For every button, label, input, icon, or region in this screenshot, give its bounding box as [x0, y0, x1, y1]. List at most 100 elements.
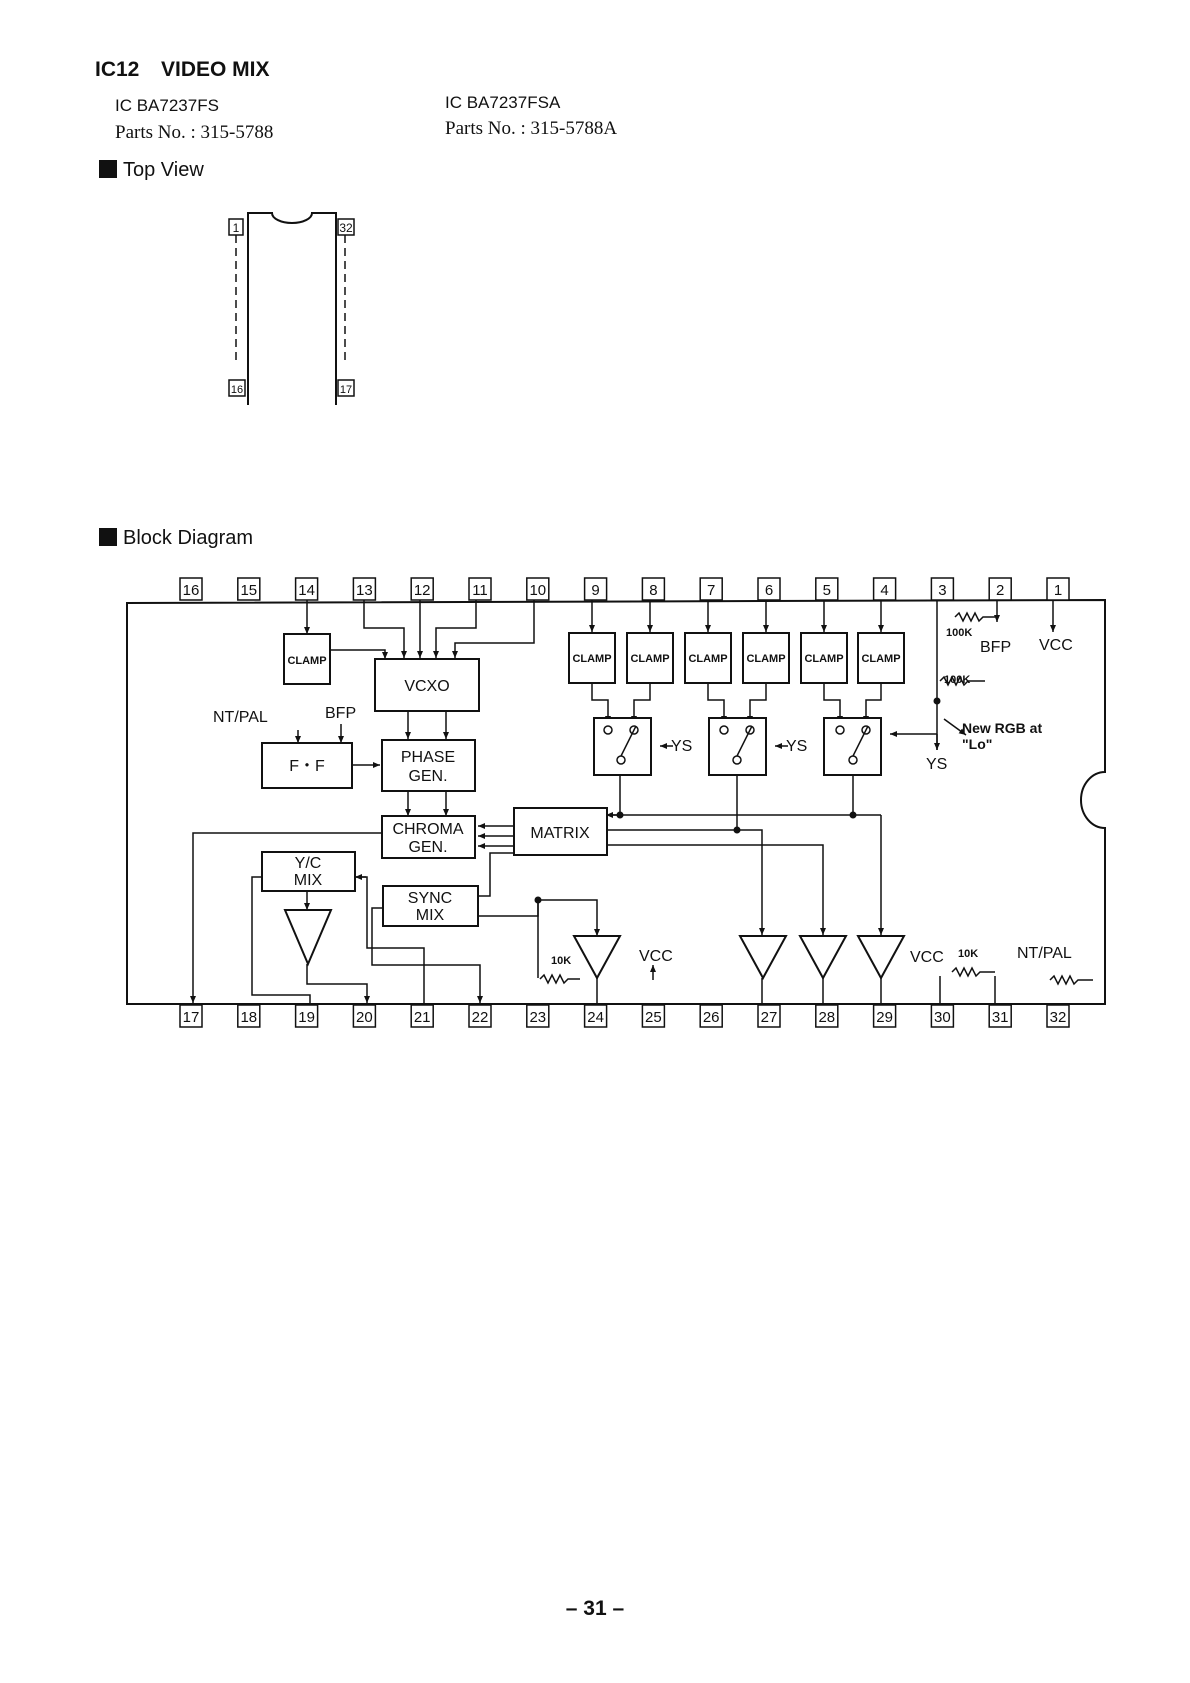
- ys-switches: [593, 717, 882, 776]
- svg-text:10K: 10K: [958, 948, 978, 960]
- svg-text:YS: YS: [786, 738, 807, 755]
- pin-number: 29: [876, 1009, 893, 1026]
- pin-number: 8: [649, 582, 657, 599]
- svg-text:BFP: BFP: [980, 639, 1011, 656]
- part-b-model: IC BA7237FSA: [445, 93, 561, 112]
- pin-number: 27: [761, 1009, 778, 1026]
- pin-5: 5: [815, 577, 839, 601]
- clamp-label: CLAMP: [804, 653, 843, 665]
- pin-2: 2: [988, 577, 1012, 601]
- sync-mix-block: SYNC MIX: [382, 885, 479, 927]
- part-a-parts-no: Parts No. : 315-5788: [115, 122, 274, 143]
- clamp-block: CLAMP: [568, 632, 616, 684]
- tv-pin-16: 16: [231, 384, 243, 396]
- pin-number: 13: [356, 582, 373, 599]
- pin-28: 28: [815, 1004, 839, 1028]
- clamp-label: CLAMP: [630, 653, 669, 665]
- pin-number: 11: [472, 582, 488, 599]
- clamp-label: CLAMP: [861, 653, 900, 665]
- pin-15: 15: [237, 577, 261, 601]
- svg-text:100K: 100K: [944, 674, 970, 686]
- clamp-label: CLAMP: [688, 653, 727, 665]
- pin-number: 9: [591, 582, 599, 599]
- svg-text:New RGB at: New RGB at: [962, 720, 1042, 736]
- pin-30: 30: [930, 1004, 955, 1028]
- tv-pin-32: 32: [339, 221, 353, 235]
- wiring: [190, 600, 1056, 1004]
- top-view-heading: Top View: [99, 159, 204, 182]
- chroma-gen-block: CHROMA GEN.: [381, 815, 476, 859]
- clamp-blocks-rgb: CLAMP CLAMP CLAMP CLAMP CLAMP CLAMP: [568, 632, 905, 684]
- pin-number: 7: [707, 582, 715, 599]
- pin-13: 13: [352, 577, 377, 601]
- part-b-parts-no: Parts No. : 315-5788A: [445, 118, 618, 139]
- pin-number: 24: [587, 1009, 604, 1026]
- pin-number: 12: [414, 582, 431, 599]
- junction-dots: [534, 697, 941, 904]
- pin-8: 8: [641, 577, 666, 601]
- pin-number: 32: [1050, 1009, 1067, 1026]
- diagram-labels: NT/PAL BFP YS YS YS 100K BFP VCC 100K Ne…: [213, 627, 1073, 967]
- clamp-label: CLAMP: [572, 653, 611, 665]
- pin-11: 11: [468, 577, 492, 601]
- pin-32: 32: [1046, 1004, 1070, 1028]
- pin-number: 5: [823, 582, 831, 599]
- yc-mix-block: Y/C MIX: [261, 851, 356, 892]
- pin-18: 18: [237, 1004, 261, 1028]
- part-a-model: IC BA7237FS: [115, 96, 219, 115]
- svg-text:10K: 10K: [551, 955, 571, 967]
- pin-10: 10: [526, 577, 550, 601]
- svg-text:CHROMA: CHROMA: [392, 821, 463, 838]
- svg-text:"Lo": "Lo": [962, 736, 992, 752]
- pin-number: 23: [529, 1009, 546, 1026]
- pin-3: 3: [930, 577, 955, 601]
- svg-text:MATRIX: MATRIX: [530, 825, 590, 842]
- ff-block: F・F: [261, 742, 353, 789]
- svg-text:MIX: MIX: [416, 907, 445, 924]
- pin-number: 28: [818, 1009, 835, 1026]
- pin-6: 6: [757, 577, 781, 601]
- svg-text:F・F: F・F: [289, 758, 325, 775]
- svg-text:GEN.: GEN.: [408, 839, 447, 856]
- top-view-package: 1 32 16 17: [228, 212, 355, 405]
- pin-number: 20: [356, 1009, 373, 1026]
- pin-number: 3: [938, 582, 946, 599]
- clamp-label: CLAMP: [287, 655, 326, 667]
- pin-25: 25: [641, 1004, 666, 1028]
- ic-label: IC12: [95, 58, 140, 81]
- clamp-block: CLAMP: [626, 632, 674, 684]
- matrix-block: MATRIX: [513, 807, 608, 856]
- pin-number: 26: [703, 1009, 720, 1026]
- phase-gen-block: PHASE GEN.: [381, 739, 476, 792]
- pin-number: 2: [996, 582, 1004, 599]
- clamp-block: CLAMP: [742, 632, 790, 684]
- pin-31: 31: [988, 1004, 1012, 1028]
- svg-text:MIX: MIX: [294, 872, 323, 889]
- block-diagram-heading: Block Diagram: [99, 527, 253, 550]
- pin-26: 26: [699, 1004, 723, 1028]
- top-view-label: Top View: [123, 159, 204, 181]
- pin-number: 14: [298, 582, 315, 599]
- tv-pin-1: 1: [233, 221, 240, 235]
- svg-text:NT/PAL: NT/PAL: [213, 709, 268, 726]
- svg-text:VCC: VCC: [639, 948, 673, 965]
- clamp-block: CLAMP: [684, 632, 732, 684]
- block-diagram-label: Block Diagram: [123, 527, 254, 549]
- svg-text:SYNC: SYNC: [408, 890, 452, 907]
- svg-text:NT/PAL: NT/PAL: [1017, 945, 1072, 962]
- pin-27: 27: [757, 1004, 781, 1028]
- svg-text:VCC: VCC: [910, 949, 944, 966]
- amplifiers: [283, 909, 906, 981]
- pin-21: 21: [410, 1004, 434, 1028]
- clamp-block: CLAMP: [800, 632, 848, 684]
- pin-number: 6: [765, 582, 773, 599]
- pin-number: 19: [298, 1009, 315, 1026]
- pin-20: 20: [352, 1004, 377, 1028]
- pin-22: 22: [468, 1004, 492, 1028]
- pin-number: 1: [1054, 582, 1062, 599]
- svg-text:YS: YS: [671, 738, 692, 755]
- pin-9: 9: [583, 577, 608, 601]
